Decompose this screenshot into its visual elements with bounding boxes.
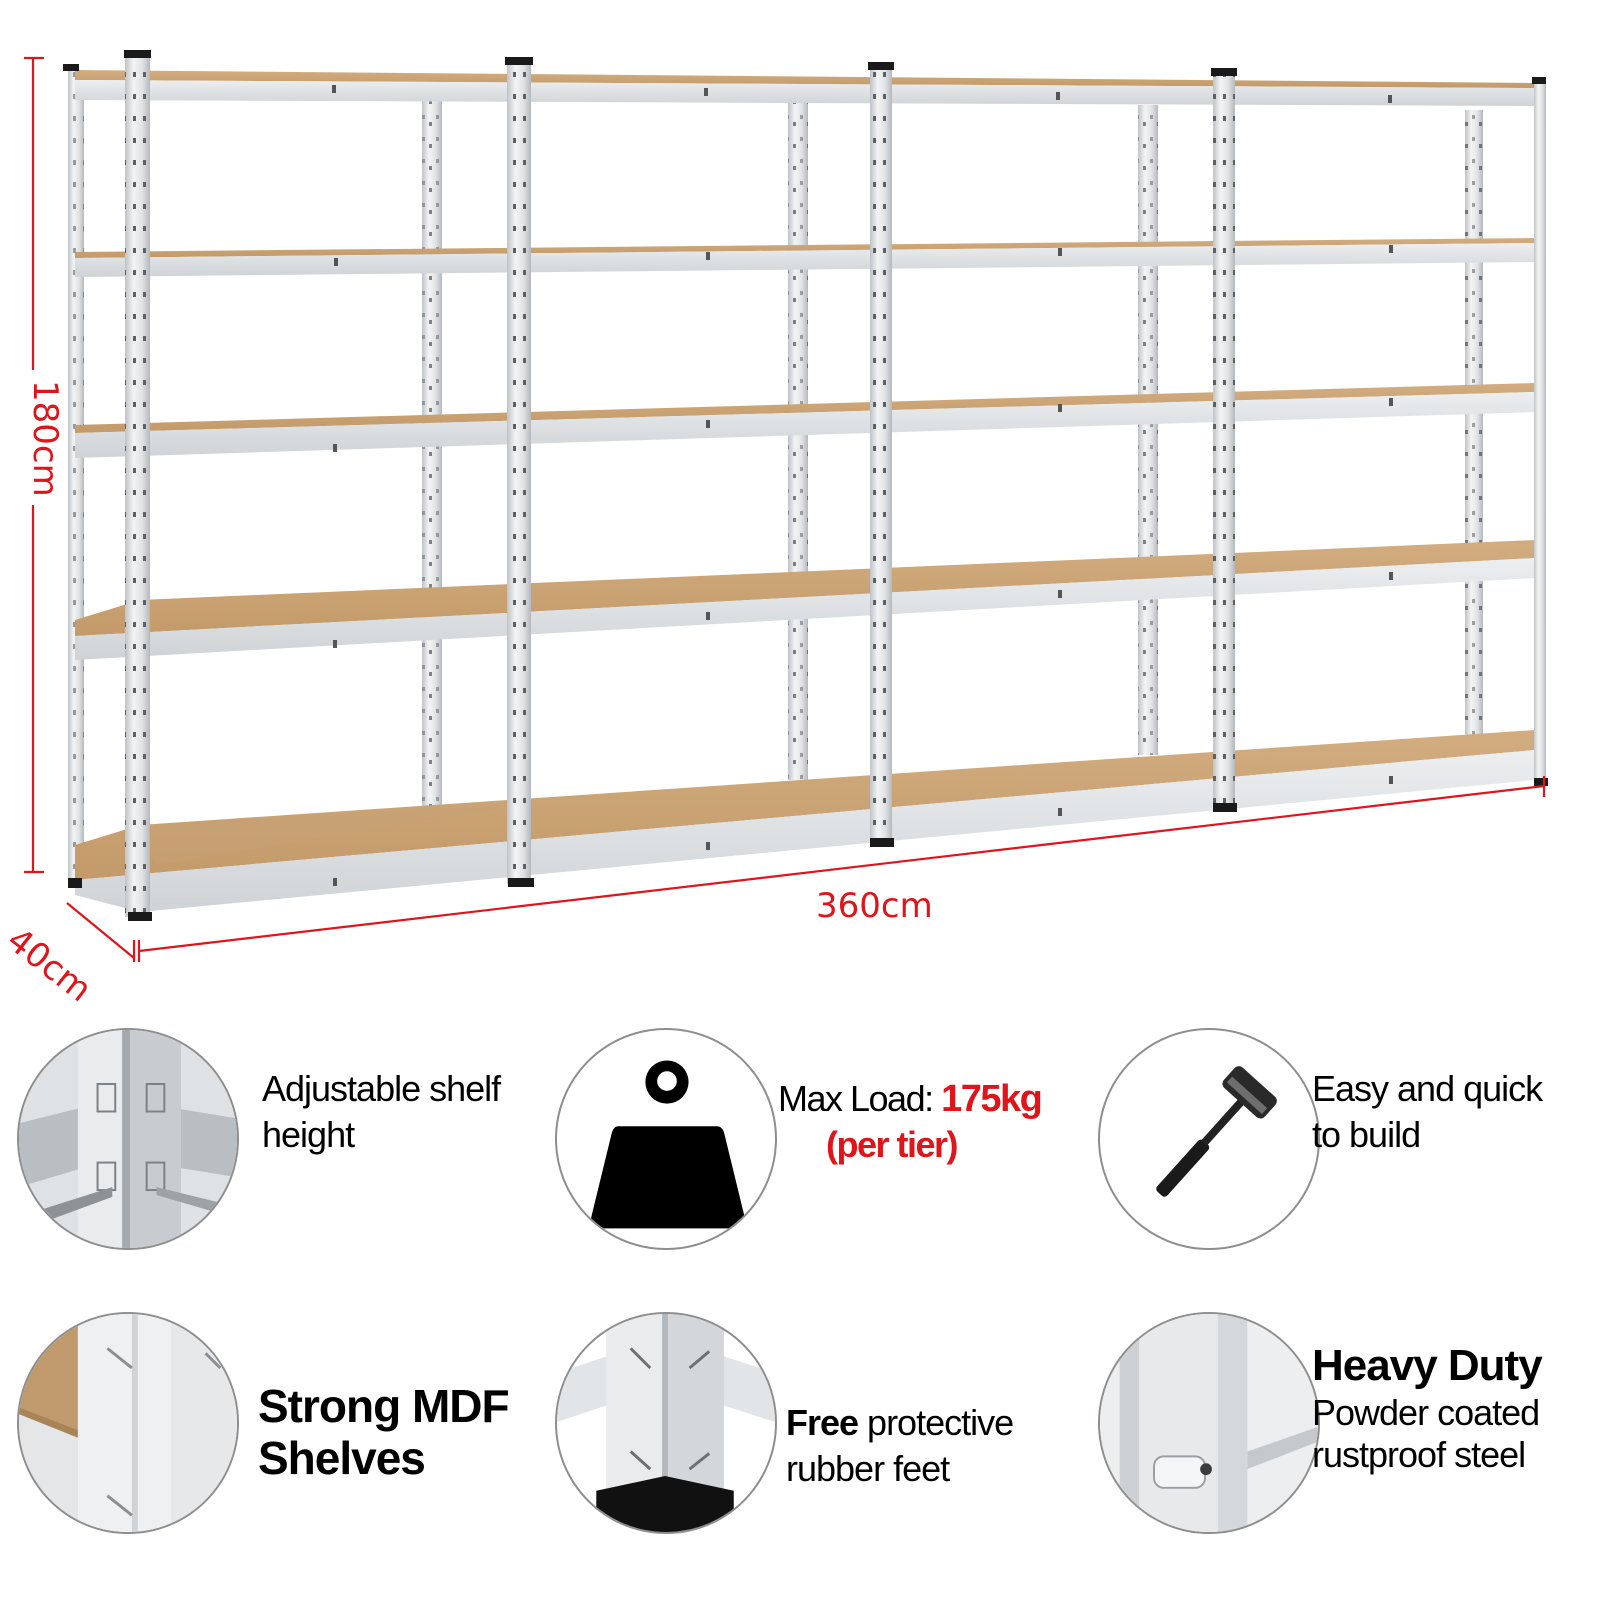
front-posts	[125, 57, 1546, 917]
rubber-foot-icon	[555, 1312, 777, 1534]
mallet-icon	[1156, 1066, 1277, 1197]
feature-text: Strong MDF Shelves	[258, 1380, 510, 1484]
mallet-icon-circle	[1098, 1028, 1320, 1250]
shelving-product-illustration: 180cm 360cm 40cm	[0, 50, 1548, 1010]
width-dimension-label: 360cm	[816, 886, 933, 926]
feature-text: Easy and quick to build	[1312, 1068, 1543, 1155]
feature-text: Heavy Duty Powder coated rustproof steel	[1312, 1341, 1543, 1475]
feature-text: Max Load: 175kg (per tier)	[778, 1078, 1043, 1165]
feature-text: Adjustable shelf height	[262, 1068, 501, 1155]
height-dimension-label: 180cm	[25, 380, 65, 497]
shelf-tiers	[75, 70, 1535, 912]
dimension-lines	[24, 56, 1546, 962]
rubber-feet	[63, 50, 1548, 921]
feature-text: Free protective rubber feet	[786, 1402, 1014, 1489]
mdf-shelf-closeup-icon	[17, 1312, 239, 1534]
beam-clips	[332, 85, 1393, 886]
weight-icon	[591, 1060, 745, 1229]
steel-closeup-icon	[1098, 1312, 1320, 1534]
weight-icon-circle	[555, 1028, 777, 1250]
shelf-bracket-closeup-icon	[17, 1028, 239, 1250]
